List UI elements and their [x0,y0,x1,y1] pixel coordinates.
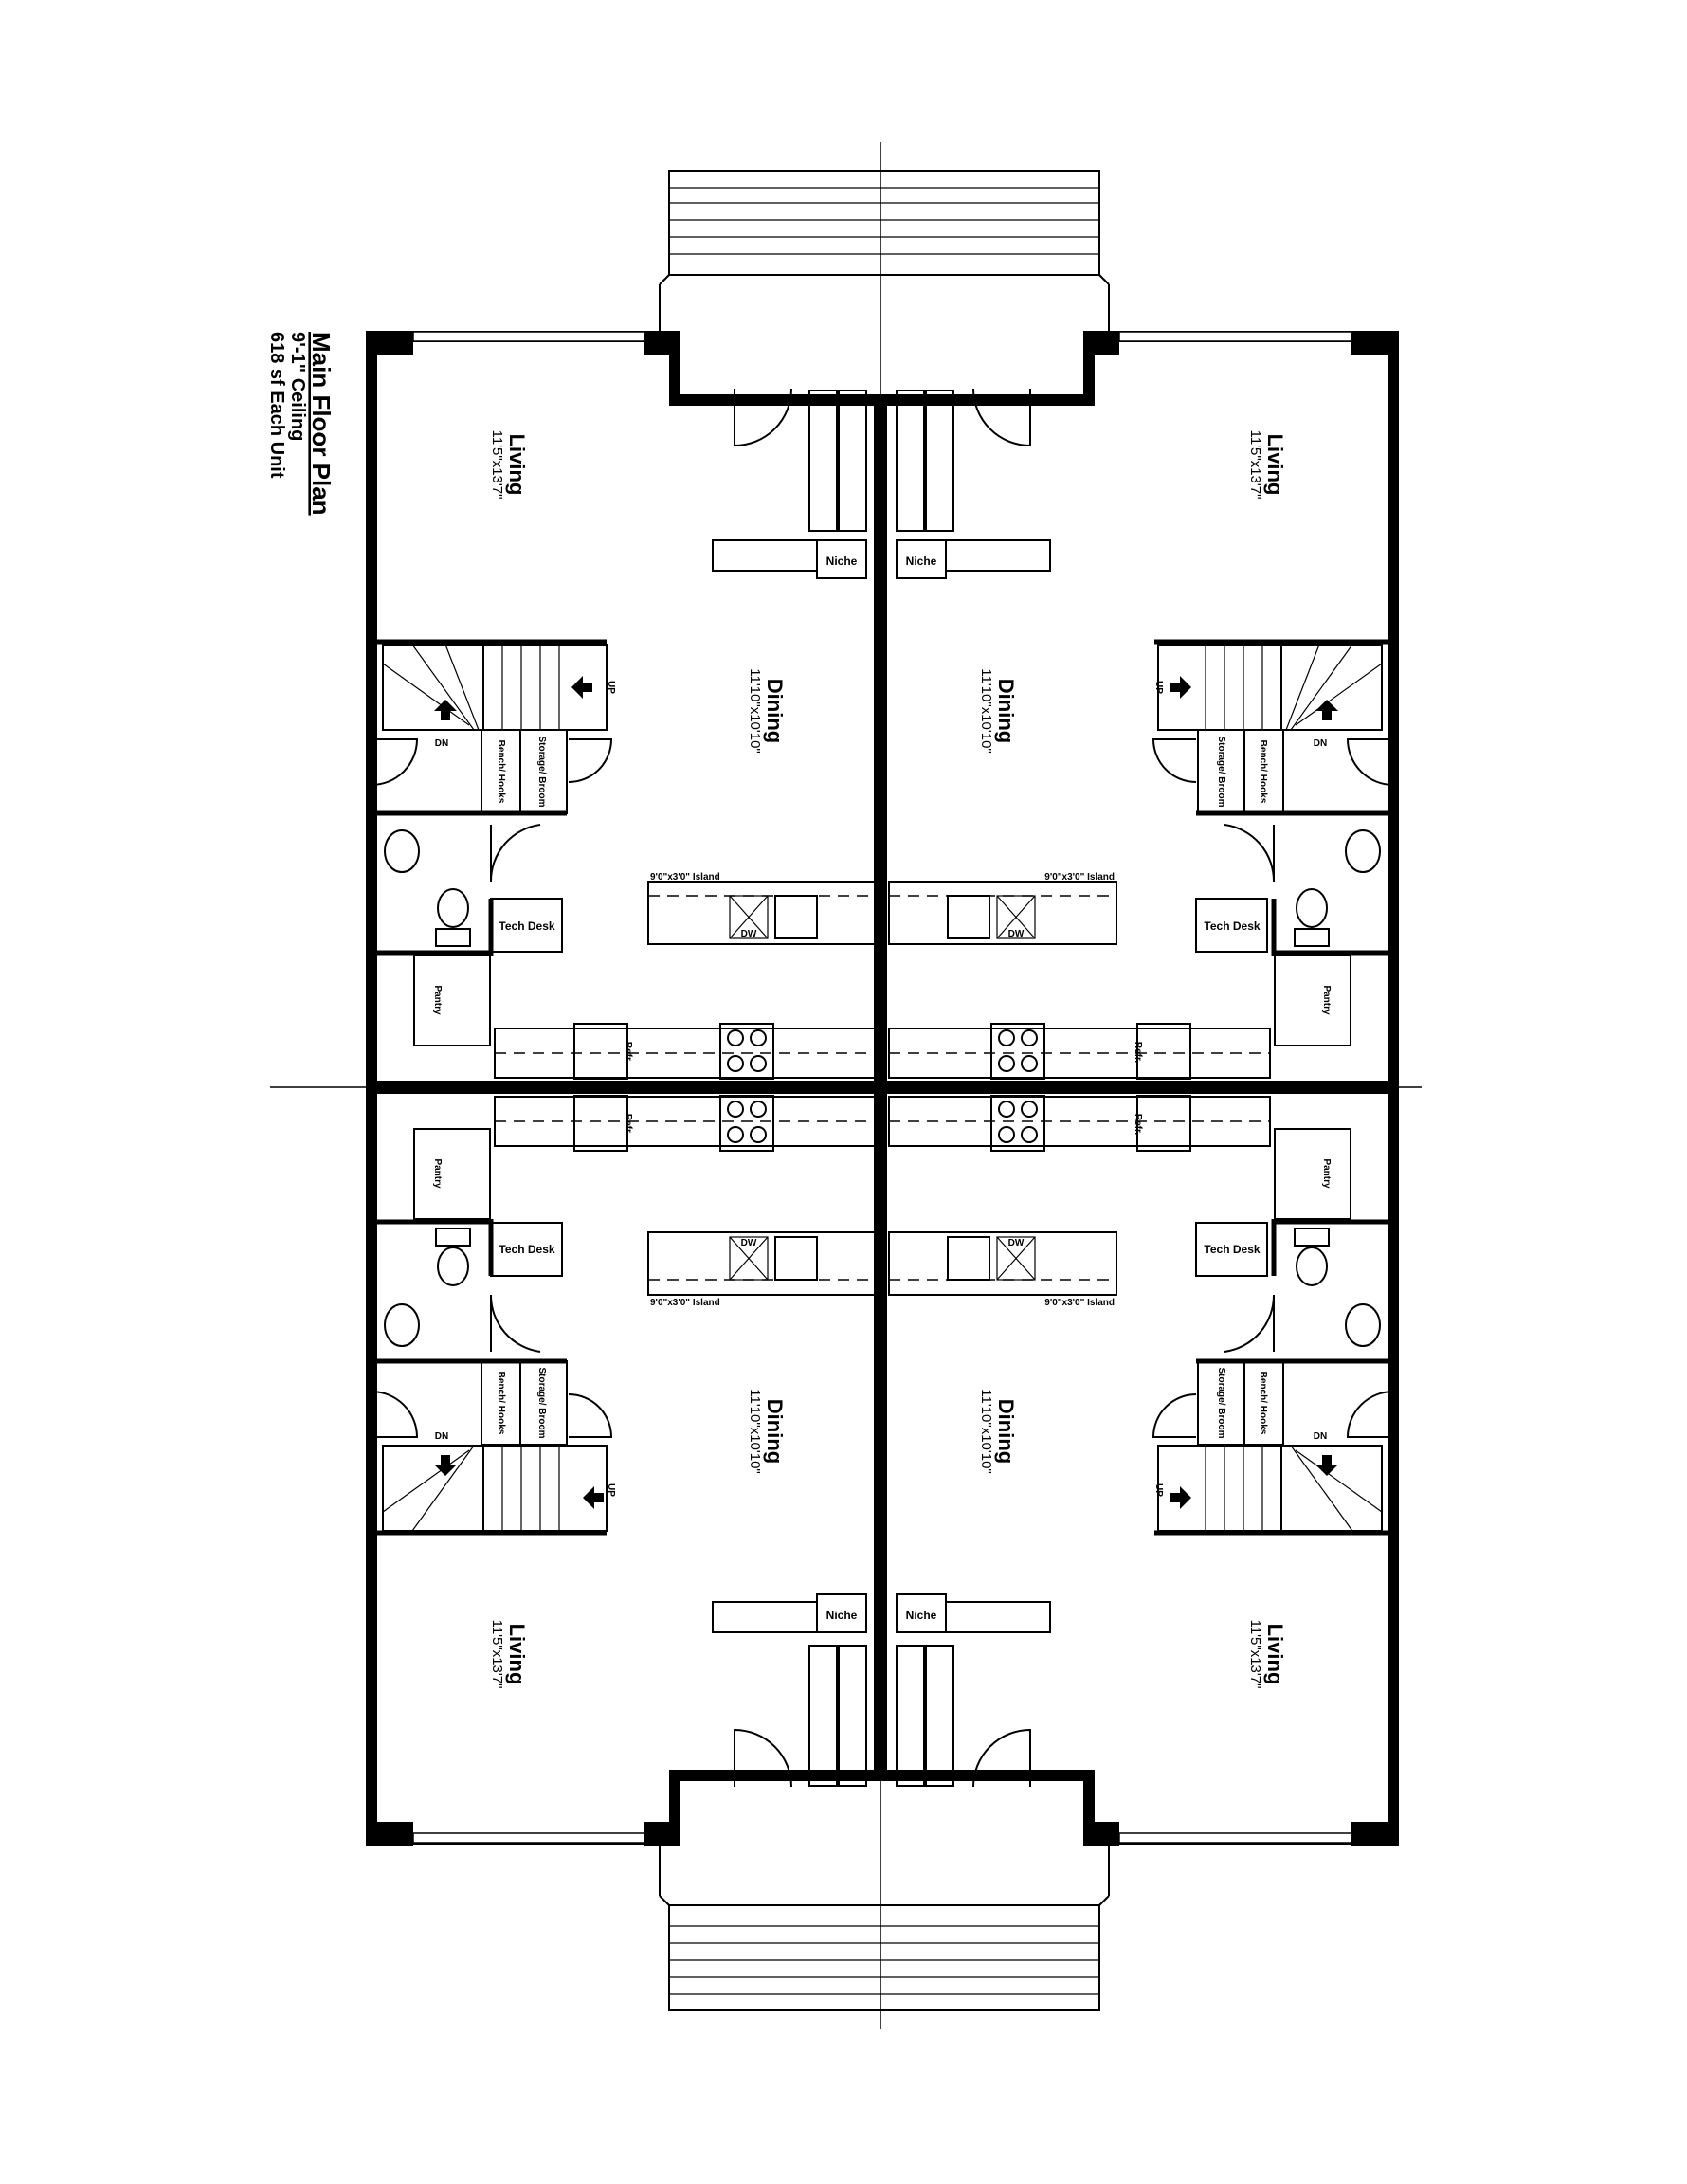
niche-counters [712,539,1051,1633]
room-dim-living: 11'5"x13'7" [489,1620,505,1689]
refrigerator-label: Refr. [1133,1042,1143,1063]
dishwasher-label: DW [1008,929,1025,939]
front-steps-bottom [659,1844,1110,2011]
room-dim-dining: 11'10"x10'10" [978,668,994,754]
stair-down-label: DN [1314,738,1327,749]
stair-arrow-icons [434,676,1338,1509]
room-dim-dining: 11'10"x10'10" [978,1389,994,1474]
niche-label: Niche [906,555,937,568]
island-label: 9'0"x3'0" Island [650,872,720,883]
tech-desk-label: Tech Desk [1204,1243,1260,1256]
dishwasher-label: DW [1008,1238,1025,1248]
stair-up-label: UP [1153,681,1164,694]
interior-walls-bottom [372,1128,1393,1536]
room-label-dining: Dining [763,679,787,743]
kitchen-counters [494,1023,1271,1152]
room-dim-dining: 11'10"x10'10" [747,668,763,754]
refrigerator-label: Refr. [1133,1114,1143,1135]
tech-desk-label: Tech Desk [1204,919,1260,933]
plan-title: Main Floor Plan [307,332,336,516]
pantry-label: Pantry [1321,1158,1332,1189]
room-label-living: Living [1263,1624,1287,1685]
bathroom-fixtures [384,829,1381,1347]
island-label: 9'0"x3'0" Island [650,1298,720,1308]
stairs [382,644,1383,1532]
refrigerator-label: Refr. [623,1114,633,1135]
room-label-living: Living [1263,434,1287,496]
storage-broom-label: Storage/ Broom [536,1367,547,1438]
room-dim-dining: 11'10"x10'10" [747,1389,763,1474]
room-dim-living: 11'5"x13'7" [489,430,505,500]
stair-up-label: UP [1153,1483,1164,1497]
storage-broom-label: Storage/ Broom [1216,1367,1226,1438]
island-label: 9'0"x3'0" Island [1044,872,1115,883]
tech-desk-label: Tech Desk [499,1243,554,1256]
stair-up-label: UP [606,681,616,694]
room-label-living: Living [505,434,529,496]
room-dim-living: 11'5"x13'7" [1247,430,1263,500]
bench-hooks-label: Bench/ Hooks [1258,740,1268,804]
plan-title-block: Main Floor Plan 9'-1" Ceiling 618 sf Eac… [266,332,336,516]
island-label: 9'0"x3'0" Island [1044,1298,1115,1308]
wall-corner-blocks [366,331,1399,1846]
niche-label: Niche [826,1609,858,1622]
entry-closets [808,390,954,1787]
bench-hooks-label: Bench/ Hooks [496,740,506,804]
bench-hooks-label: Bench/ Hooks [496,1372,506,1435]
stair-down-label: DN [435,738,448,749]
stair-up-label: UP [606,1483,616,1497]
bench-hooks-label: Bench/ Hooks [1258,1372,1268,1435]
unit-area: 618 sf Each Unit [266,332,287,479]
dishwasher-label: DW [741,929,757,939]
exterior-walls [366,331,1399,1845]
stair-down-label: DN [1314,1431,1327,1442]
windows [412,331,1352,1844]
dishwasher-label: DW [741,1238,757,1248]
storage-broom-label: Storage/ Broom [1216,736,1226,807]
ceiling-height: 9'-1" Ceiling [287,332,308,441]
room-label-dining: Dining [994,679,1018,743]
stair-down-label: DN [435,1431,448,1442]
storage-broom-label: Storage/ Broom [536,736,547,807]
room-label-living: Living [505,1624,529,1685]
niche-label: Niche [826,555,858,568]
front-steps-top [659,170,1110,337]
kitchen-islands [647,881,1117,1296]
pantry-label: Pantry [432,1158,443,1189]
room-label-dining: Dining [763,1399,787,1464]
tech-desk-label: Tech Desk [499,919,554,933]
pantry-label: Pantry [432,985,443,1015]
refrigerator-label: Refr. [623,1042,633,1063]
niche-label: Niche [906,1609,937,1622]
room-dim-living: 11'5"x13'7" [1247,1620,1263,1689]
room-label-dining: Dining [994,1399,1018,1464]
pantry-label: Pantry [1321,985,1332,1015]
door-swings [371,388,1394,1788]
